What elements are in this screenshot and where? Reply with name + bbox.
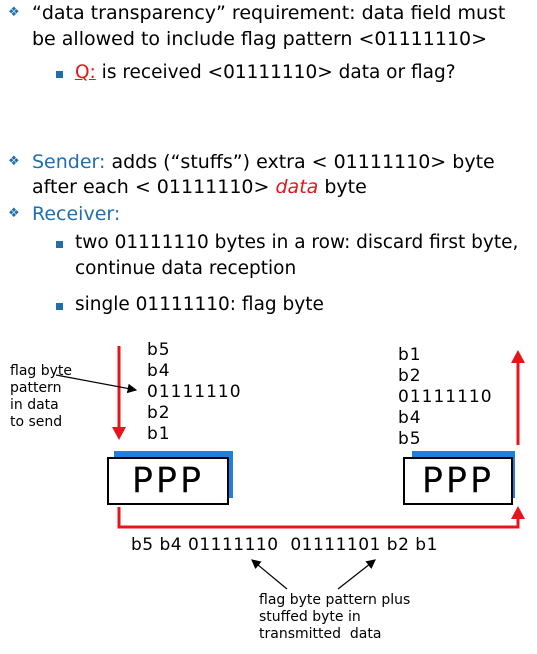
sender-byte: b4 bbox=[147, 361, 171, 381]
sender-line2-post: byte bbox=[318, 176, 367, 198]
transmission-path-arrowhead bbox=[511, 506, 525, 519]
stuffed-byte-note: flag byte pattern plus stuffed byte in t… bbox=[259, 592, 410, 643]
receiver-byte: b5 bbox=[398, 429, 422, 449]
stuffed-note-line: stuffed byte in bbox=[259, 609, 361, 625]
flag-note-line: to send bbox=[10, 414, 63, 430]
receiver-rule2: single 01111110: flag byte bbox=[75, 294, 324, 315]
flag-note-line: pattern bbox=[10, 380, 62, 396]
flag-note-line: flag byte bbox=[10, 363, 73, 379]
question-line: Q: is received <01111110> data or flag? bbox=[75, 61, 456, 85]
receiver-byte: b1 bbox=[398, 345, 422, 365]
receiver-rule1-line1: two 01111110 bytes in a row: discard fir… bbox=[75, 232, 519, 253]
sender-data-word: data bbox=[275, 176, 319, 198]
question-text: is received <01111110> data or flag? bbox=[95, 62, 456, 83]
sender-byte: 01111110 bbox=[147, 382, 242, 402]
flag-note-pointer bbox=[55, 374, 138, 394]
bottom-note-pointer-left bbox=[251, 559, 288, 590]
ppp-receiver-box: PPP bbox=[403, 457, 513, 505]
bullet-transparency-line1: “data transparency” requirement: data fi… bbox=[32, 2, 506, 24]
sender-line1: Sender: adds (“stuffs”) extra < 01111110… bbox=[32, 150, 495, 174]
sender-byte: b5 bbox=[147, 340, 171, 360]
receiver-byte: b2 bbox=[398, 366, 422, 386]
sender-byte-stack: b5 b4 01111110 b2 b1 bbox=[147, 340, 242, 445]
sender-byte: b2 bbox=[147, 403, 171, 423]
sender-line2: after each < 01111110> data byte bbox=[32, 175, 367, 199]
receiver-byte: b4 bbox=[398, 408, 422, 428]
bullet-diamond-icon: ❖ bbox=[8, 206, 20, 221]
receiver-up-arrowhead bbox=[511, 350, 525, 363]
sub-bullet-square-icon bbox=[56, 241, 63, 248]
sender-line2-pre: after each < 01111110> bbox=[32, 176, 276, 198]
receiver-byte-stack: b1 b2 01111110 b4 b5 bbox=[398, 345, 493, 450]
receiver-label: Receiver: bbox=[32, 203, 121, 225]
flag-byte-note: flag byte pattern in data to send bbox=[10, 363, 72, 431]
transmitted-sequence: b5 b4 01111110 01111101 b2 b1 bbox=[131, 535, 438, 555]
transmission-path bbox=[117, 507, 520, 529]
sub-bullet-square-icon bbox=[56, 303, 63, 310]
sender-line1-rest: adds (“stuffs”) extra < 01111110> byte bbox=[105, 151, 495, 173]
ppp-sender-box: PPP bbox=[107, 457, 229, 505]
sub-bullet-square-icon bbox=[56, 71, 63, 78]
stuffed-note-line: flag byte pattern plus bbox=[259, 592, 411, 608]
stuffed-note-line: transmitted data bbox=[259, 626, 382, 642]
flag-note-line: in data bbox=[10, 397, 59, 413]
bullet-diamond-icon: ❖ bbox=[8, 154, 20, 169]
sender-label: Sender: bbox=[32, 151, 106, 173]
sender-down-arrowhead bbox=[112, 427, 126, 440]
receiver-byte: 01111110 bbox=[398, 387, 493, 407]
sender-byte: b1 bbox=[147, 424, 171, 444]
question-label: Q: bbox=[75, 62, 96, 83]
receiver-rule1-line2: continue data reception bbox=[75, 258, 297, 279]
bullet-diamond-icon: ❖ bbox=[8, 5, 20, 20]
bottom-note-pointer-right bbox=[337, 559, 376, 590]
bullet-transparency-line2: be allowed to include flag pattern <0111… bbox=[32, 28, 488, 50]
